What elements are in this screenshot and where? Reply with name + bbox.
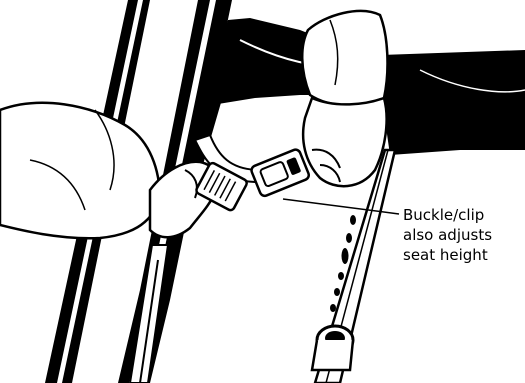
adjust-hole: [338, 272, 344, 280]
adjust-hole: [346, 233, 352, 243]
right-hand: [303, 98, 386, 186]
callout-line-2: also adjusts: [403, 225, 492, 245]
right-sleeve: [302, 11, 387, 105]
callout-line-1: Buckle/clip: [403, 205, 492, 225]
adjust-hole: [350, 215, 356, 225]
adjust-hole: [334, 288, 340, 296]
callout-label: Buckle/clip also adjusts seat height: [403, 205, 492, 265]
buckle-clip: [250, 148, 310, 197]
adjust-hole: [330, 304, 336, 312]
callout-line-3: seat height: [403, 245, 492, 265]
left-sleeve: [0, 103, 160, 238]
tube-end-knob: [312, 326, 353, 370]
adjust-hole: [342, 248, 349, 264]
